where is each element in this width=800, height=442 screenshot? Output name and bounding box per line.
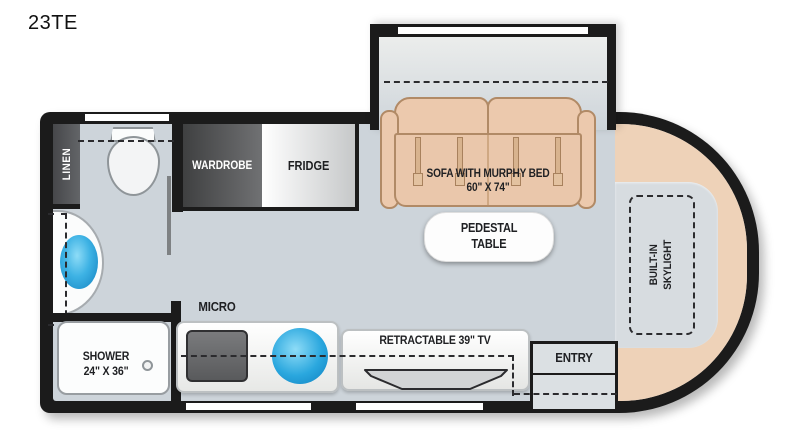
tv-window [356, 403, 483, 410]
microwave-label: MICRO [198, 299, 236, 314]
shower-label: SHOWER 24" X 36" [82, 349, 130, 378]
bathroom-wall [172, 124, 183, 212]
kitchen-window [186, 403, 311, 410]
vanity-dashed-outline [48, 213, 67, 326]
slideout-dashed-line [384, 81, 608, 83]
tv-icon [364, 369, 508, 390]
tv-label: RETRACTABLE 39" TV [379, 333, 491, 347]
fridge: FRIDGE [262, 124, 355, 207]
sofa-dimensions-label: 60" X 74" [466, 182, 510, 194]
sofa-back-cushion [487, 97, 582, 137]
seatbelt-buckle-icon [511, 173, 521, 186]
entry-label: ENTRY [555, 350, 593, 365]
built-in-skylight: BUILT-IN SKYLIGHT [629, 195, 695, 335]
sofa-seat-seam [487, 135, 489, 205]
shower-drain-icon [142, 360, 153, 371]
linen-label: LINEN [60, 147, 73, 181]
bathroom-window [85, 114, 169, 121]
sofa-label: SOFA WITH MURPHY BED [426, 168, 550, 180]
shower-wall-top [40, 313, 181, 322]
skylight-alcove [615, 182, 718, 348]
wardrobe-fridge-unit: WARDROBE FRIDGE [183, 124, 359, 211]
wardrobe-label: WARDROBE [192, 159, 253, 172]
table-label: TABLE [471, 237, 507, 251]
floorplan-model-title: 23TE [28, 12, 78, 34]
fridge-label: FRIDGE [287, 158, 330, 173]
toilet-icon [107, 136, 160, 196]
overhead-cabinet-dashed-line [514, 393, 617, 395]
table-label: PEDESTAL [460, 221, 518, 236]
overhead-cabinet-dashed-line [181, 355, 514, 357]
seatbelt-buckle-icon [413, 173, 423, 186]
overhead-cabinet-dashed-line [512, 355, 514, 396]
pedestal-table: PEDESTAL TABLE [424, 212, 554, 262]
sofa-back-cushion [394, 97, 489, 137]
seatbelt-buckle-icon [553, 173, 563, 186]
bathroom-overhead-dashed-line [78, 140, 174, 142]
entry-door-area: ENTRY [530, 341, 618, 412]
seatbelt-buckle-icon [455, 173, 465, 186]
slideout-window [398, 27, 588, 34]
wardrobe-cabinet: WARDROBE [183, 124, 262, 207]
shower [57, 321, 170, 395]
linen-cabinet: LINEN [53, 124, 80, 209]
skylight-label: BUILT-IN SKYLIGHT [648, 239, 674, 291]
entry-step-divider [533, 373, 615, 375]
bathroom-door [167, 176, 171, 255]
sofa-murphy-bed: SOFA WITH MURPHY BED 60" X 74" [380, 97, 596, 211]
